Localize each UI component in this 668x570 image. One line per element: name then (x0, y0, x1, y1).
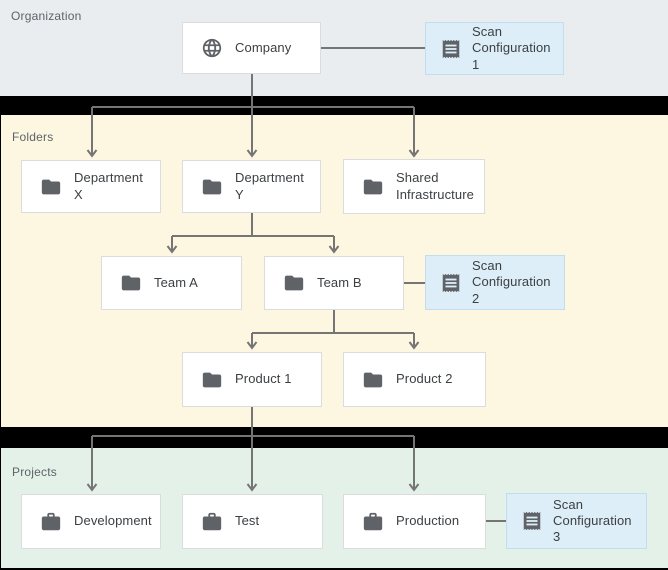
folder-icon (362, 369, 384, 391)
folder-icon (362, 176, 384, 198)
node-label: Product 2 (396, 371, 453, 387)
globe-icon (201, 37, 223, 59)
node-label: Scan Configuration 2 (472, 258, 551, 306)
arrowhead-test (246, 483, 258, 492)
node-team-a: Team A (101, 256, 242, 310)
node-shared-infrastructure: Shared Infrastructure (343, 159, 485, 214)
node-label: Team A (154, 274, 198, 290)
node-label: Development (74, 513, 152, 529)
node-company: Company (182, 22, 321, 74)
scan-config-icon (440, 38, 462, 60)
folder-icon (40, 176, 62, 198)
arrowhead-sharedinfra (408, 149, 420, 158)
briefcase-icon (362, 511, 384, 533)
node-label: Company (235, 39, 292, 55)
node-scan-configuration-1: Scan Configuration 1 (425, 22, 564, 75)
node-label: Team B (317, 274, 362, 290)
briefcase-icon (40, 511, 62, 533)
arrowhead-teama (166, 245, 178, 254)
scan-config-icon (440, 272, 462, 294)
node-label: Production (396, 513, 460, 529)
arrowhead-departmenty (246, 149, 258, 158)
folder-icon (201, 369, 223, 391)
node-department-x: Department X (21, 160, 161, 213)
node-label: Scan Configuration 1 (472, 24, 551, 72)
folder-icon (283, 272, 305, 294)
node-production: Production (343, 494, 486, 549)
arrowhead-development (86, 483, 98, 492)
node-team-b: Team B (264, 256, 404, 310)
node-scan-configuration-3: Scan Configuration 3 (506, 493, 647, 549)
arrowhead-product1 (246, 341, 258, 350)
node-label: Product 1 (235, 371, 292, 387)
arrowhead-production (408, 483, 420, 492)
section-label-folders: Folders (12, 130, 54, 144)
node-label: Department Y (235, 170, 304, 202)
node-development: Development (21, 494, 161, 549)
node-department-y: Department Y (182, 160, 321, 213)
node-label: Department X (74, 170, 143, 202)
arrowhead-departmentx (86, 149, 98, 158)
node-label: Shared Infrastructure (396, 170, 474, 202)
arrowhead-teamb (328, 245, 340, 254)
node-product-1: Product 1 (182, 352, 322, 407)
node-product-2: Product 2 (343, 352, 486, 407)
node-test: Test (182, 494, 323, 549)
scan-config-icon (521, 510, 543, 532)
section-label-projects: Projects (12, 465, 57, 479)
node-label: Scan Configuration 3 (553, 496, 632, 545)
folder-icon (201, 176, 223, 198)
node-scan-configuration-2: Scan Configuration 2 (425, 255, 565, 310)
briefcase-icon (201, 511, 223, 533)
arrowhead-product2 (408, 341, 420, 350)
node-label: Test (235, 513, 260, 529)
folder-icon (120, 272, 142, 294)
section-label-organization: Organization (11, 9, 82, 23)
